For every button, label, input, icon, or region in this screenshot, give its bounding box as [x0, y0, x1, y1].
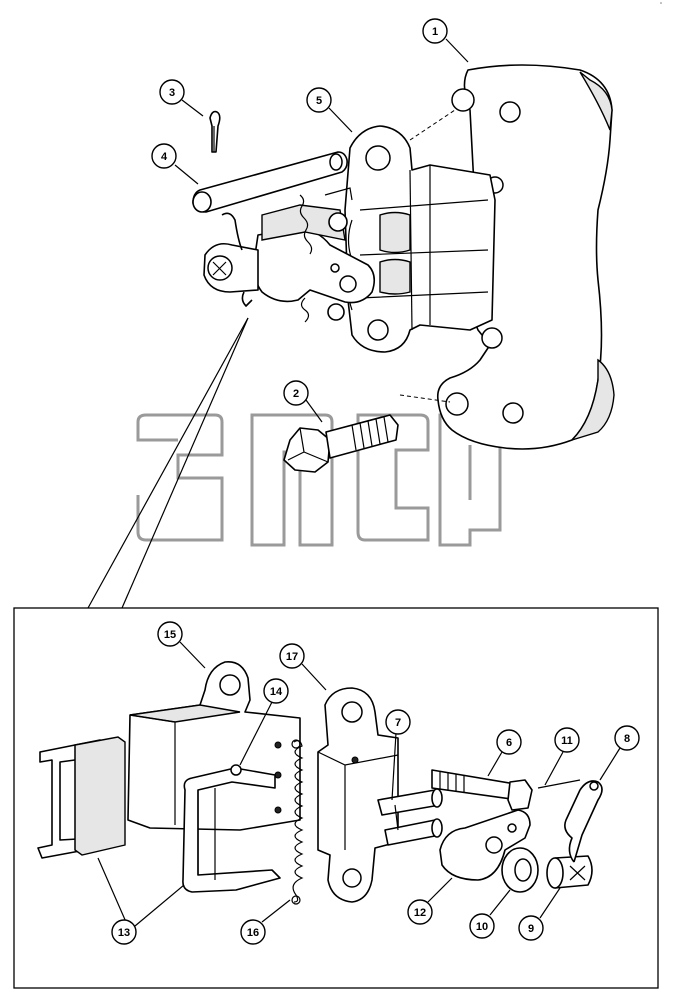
callout-9-label: 9: [528, 923, 534, 935]
part-17-brake-pad-inner: [317, 687, 399, 903]
part-7-pistons: [377, 788, 443, 846]
upper-lever-assembly: [203, 187, 376, 323]
callout-15-label: 15: [164, 629, 176, 641]
part-16-tension-spring: [291, 739, 304, 905]
callout-4-circle: [151, 143, 177, 169]
callout-1-label: 1: [432, 26, 438, 38]
callout-3-label: 3: [169, 87, 175, 99]
part-15-brake-pad: [127, 661, 301, 831]
part-4-guide-pin: [192, 151, 348, 213]
callout-5-circle: [306, 87, 332, 113]
callout-14-label: 14: [270, 686, 283, 698]
bracket-hole-top-left: [451, 88, 475, 112]
callout-3-circle: [159, 79, 185, 105]
detail-leader-lines: [87, 317, 249, 609]
callout-12-label: 12: [414, 907, 426, 919]
corner-mark: ﾟ: [660, 2, 664, 11]
part-6-threaded-shaft: [431, 769, 533, 811]
callout-7-label: 7: [395, 717, 401, 729]
part-10-bushing: [501, 847, 539, 893]
part-14-pad-shim: [182, 764, 281, 893]
callout-4-label: 4: [161, 151, 168, 163]
part-3-split-pin: [209, 110, 221, 153]
part-13-pad-clip: [37, 736, 126, 859]
callout-10-circle: [469, 913, 495, 939]
callout-2-circle: [283, 380, 309, 406]
callout-8-label: 8: [624, 733, 630, 745]
callouts: 1 2 3 4 5 6 7 8 9 10: [97, 18, 640, 945]
part-2-bolt: [283, 414, 399, 473]
callout-17-label: 17: [286, 651, 298, 663]
callout-14-circle: [263, 678, 289, 704]
part-11-clip-wire: [537, 779, 581, 789]
detail-inset-frame: [13, 607, 659, 989]
callout-2-label: 2: [293, 388, 299, 400]
callout-9-circle: [518, 915, 544, 941]
callout-12-circle: [407, 899, 433, 925]
callout-17-circle: [279, 643, 305, 669]
part-1-anchor-bracket: [436, 64, 615, 450]
callout-13-circle: [111, 919, 137, 945]
part-5-caliper-body: [344, 109, 496, 403]
part-12-lever-arm: [439, 809, 531, 881]
callout-13-label: 13: [118, 927, 130, 939]
bracket-hole-bottom-left: [445, 392, 469, 416]
callout-15-circle: [157, 621, 183, 647]
callout-16-circle: [240, 919, 266, 945]
bracket-hole-lower: [481, 327, 503, 349]
body-hole-bottom: [367, 319, 389, 341]
bracket-hole-bottom-right: [502, 402, 524, 424]
callout-16-label: 16: [247, 927, 259, 939]
bracket-hole-top-right: [499, 101, 521, 123]
callout-6-label: 6: [506, 737, 512, 749]
body-hole-top: [365, 145, 391, 171]
callout-10-label: 10: [476, 921, 488, 933]
callout-8-circle: [614, 725, 640, 751]
callout-1-circle: [422, 18, 448, 44]
callout-5-label: 5: [316, 95, 322, 107]
callout-11-circle: [554, 727, 580, 753]
callout-7-circle: [385, 709, 411, 735]
callout-6-circle: [496, 729, 522, 755]
part-9-adjuster-nut: [546, 855, 593, 889]
part-8-retaining-clip: [564, 780, 603, 863]
callout-11-label: 11: [561, 735, 573, 747]
